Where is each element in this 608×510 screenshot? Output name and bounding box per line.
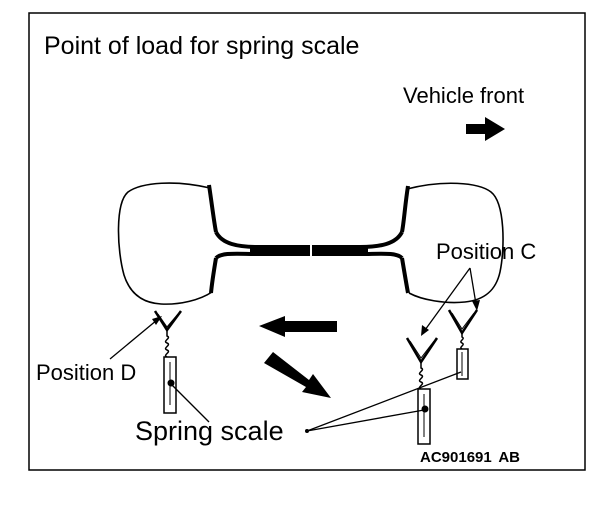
spring-scale-c-rear: [447, 309, 479, 380]
diagonal-arrow-icon: [264, 352, 331, 398]
spring-coil: [460, 333, 464, 350]
right-tire: [406, 182, 504, 304]
spring-scale-leaders: [170, 371, 462, 433]
vehicle-front-arrow-icon: [466, 117, 505, 141]
left-rim-upper: [207, 184, 218, 233]
position-c-leaders: [421, 267, 480, 336]
spring-scale-d: [153, 310, 183, 414]
left-arrow-icon: [259, 316, 337, 337]
figure-code: AC901691 AB: [420, 449, 520, 466]
scale-indicator: [421, 405, 429, 413]
spring-coil: [164, 330, 170, 358]
figure-border: [28, 12, 586, 471]
figure-code-suffix: AB: [498, 449, 520, 466]
spring-coil: [418, 362, 424, 390]
diagram-title: Point of load for spring scale: [44, 32, 359, 60]
axle-shaft: [250, 247, 368, 254]
wheel-axle-assembly: [117, 182, 504, 305]
position-d-leader: [109, 316, 162, 360]
left-tire: [117, 182, 213, 305]
position-c-label: Position C: [436, 239, 536, 264]
position-d-label: Position D: [36, 360, 136, 385]
hook-icon: [157, 313, 179, 328]
spring-scale-label: Spring scale: [135, 416, 284, 446]
right-rim-lower: [400, 257, 410, 294]
vehicle-front-label: Vehicle front: [403, 83, 524, 108]
right-rim-upper: [400, 185, 410, 233]
hook-icon: [409, 340, 435, 359]
figure-code-main: AC901691: [420, 449, 492, 466]
left-rim-lower: [209, 257, 218, 294]
hook-icon: [451, 312, 475, 330]
scale-indicator: [167, 379, 175, 387]
